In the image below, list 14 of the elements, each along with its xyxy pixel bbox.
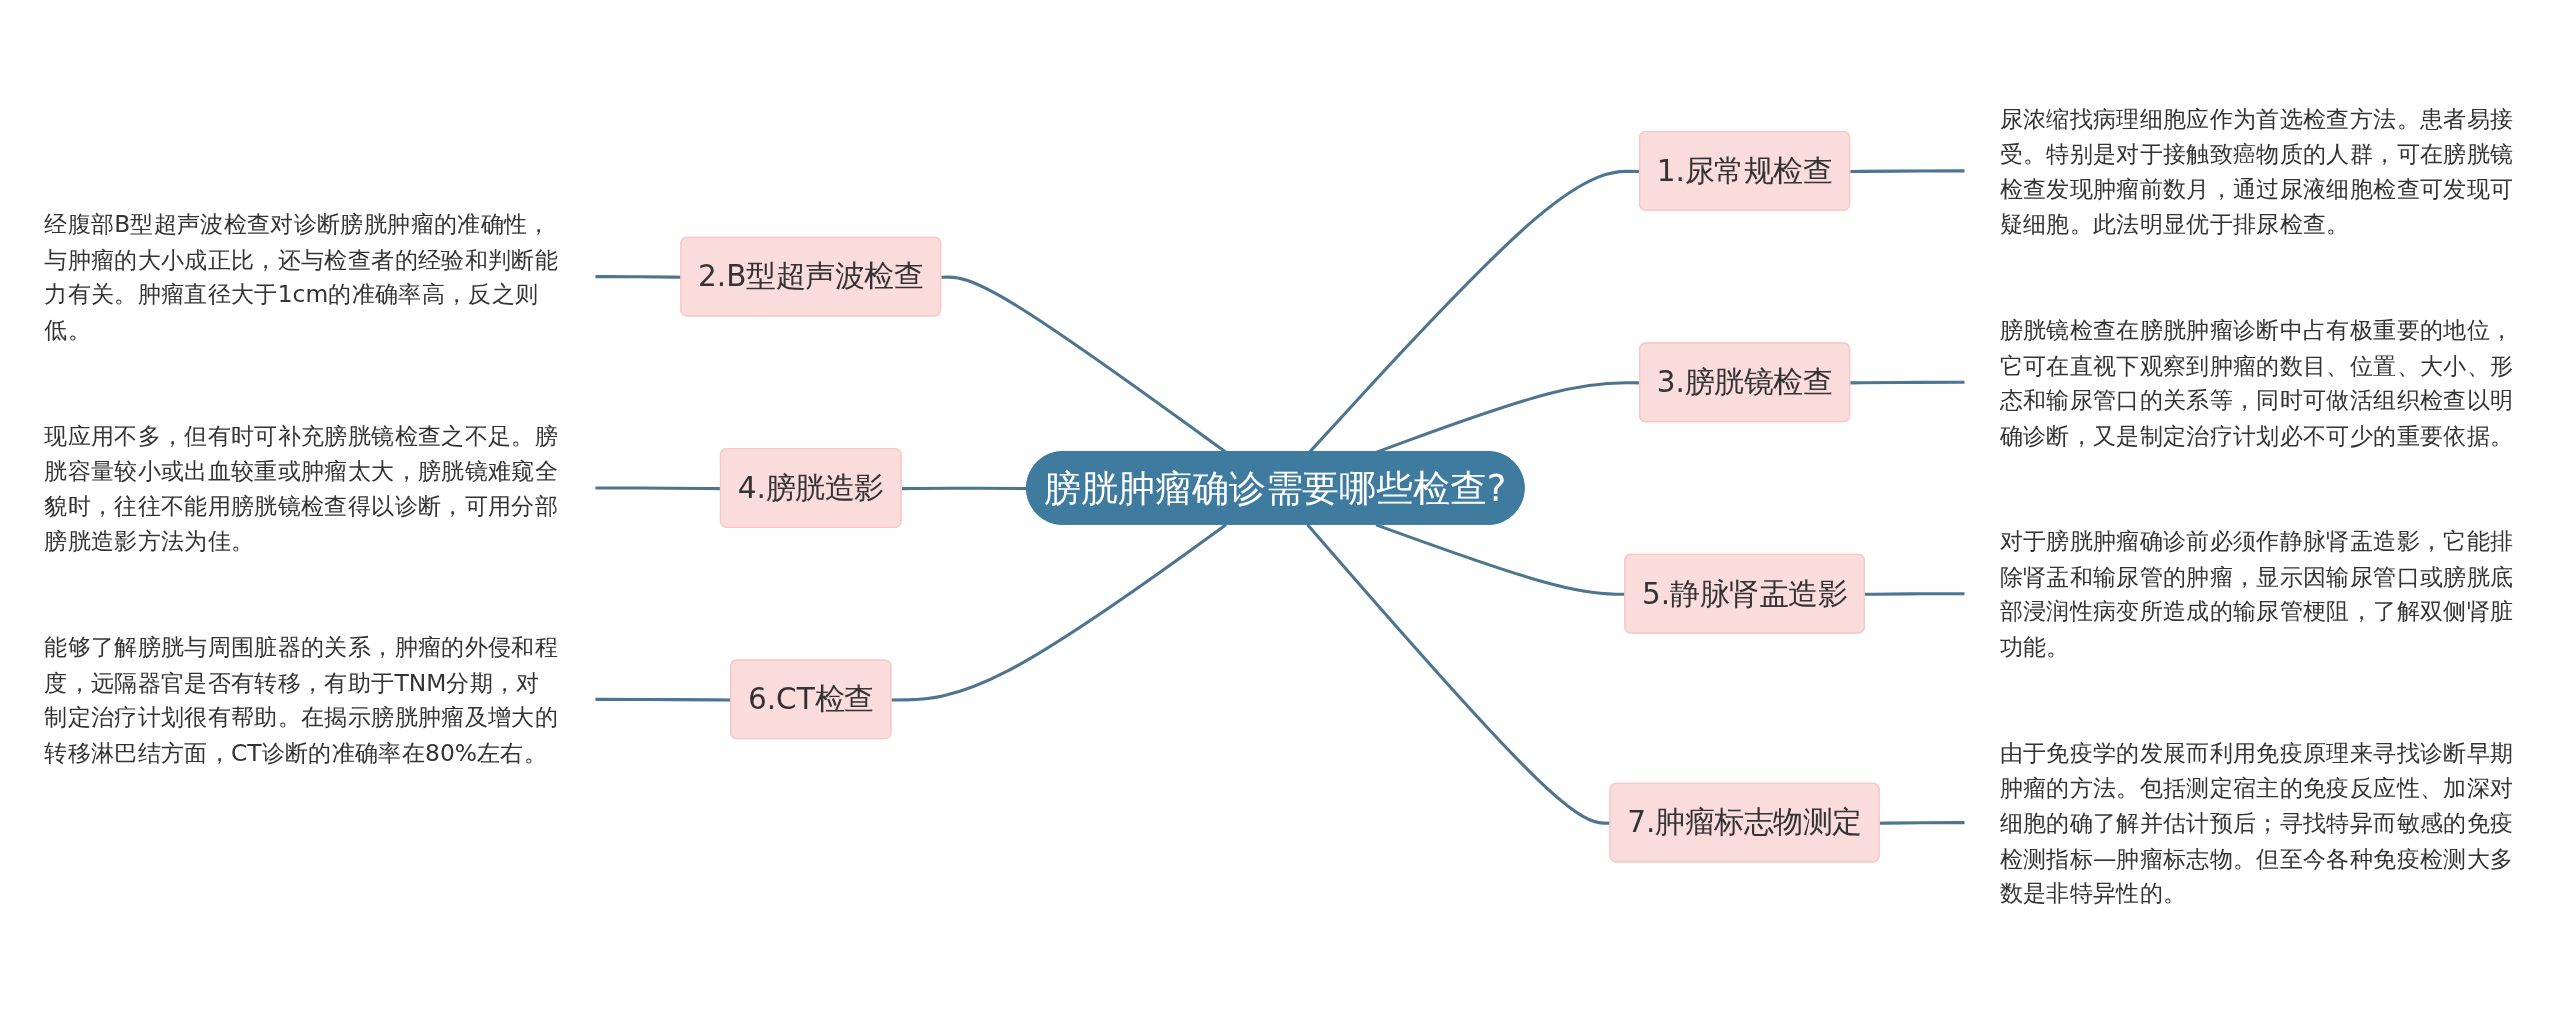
connector <box>1850 169 1966 174</box>
node-text: 能够了解膀胱与周围脏器的关系，肿瘤的外侵和程度，远隔器官是否有转移，有助于TNM分期，对制定治疗计划很有帮助。在揭示膀胱肿瘤及增大的转移淋巴结方面，CT诊断的准确率在80%左右。 <box>44 633 558 766</box>
connector <box>1864 592 1966 596</box>
connector <box>1879 821 1966 825</box>
node-text: 对于膀胱肿瘤确诊前必须作静脉肾盂造影，它能排除肾盂和输尿管的肿瘤，显示因输尿管口或膀胱底部浸润性病变所造成的输尿管梗阻，了解双侧肾脏功能。 <box>1999 527 2514 660</box>
node-text: 膀胱镜检查在膀胱肿瘤诊断中占有极重要的地位，它可在直视下观察到肿瘤的数目、位置、大小、形态和输尿管口的关系等，同时可做活组织检查以明确诊断，又是制定治疗计划必不可少的重要依据。 <box>1999 315 2514 449</box>
connector <box>901 486 1028 491</box>
connector <box>1306 523 1611 825</box>
connector <box>891 523 1227 702</box>
node-text: 经腹部B型超声波检查对诊断膀胱肿瘤的准确性，与肿瘤的大小成正比，还与检查者的经验和判断能力有关。肿瘤直径大于1cm的准确率高，反之则低。 <box>44 210 558 343</box>
node-text: 由于免疫学的发展而利用免疫原理来寻找诊断早期肿瘤的方法。包括测定宿主的免疫反应性、加深对细胞的确了解并估计预后；寻找特异而敏感的免疫检测指标—肿瘤标志物。但至今各种免疫检测大多数是非特异性的。 <box>1999 738 2514 906</box>
node-text: 现应用不多，但有时可补充膀胱镜检查之不足。膀胱容量较小或出血较重或肿瘤太大，膀胱镜难窥全貌时，往往不能用膀胱镜检查得以诊断，可用分部膀胱造影方法为佳。 <box>44 421 558 554</box>
node-text: 尿浓缩找病理细胞应作为首选检查方法。患者易接受。特别是对于接触致癌物质的人群，可在膀胱镜检查发现肿瘤前数月，通过尿液细胞检查可发现可疑细胞。此法明显优于排尿检查。 <box>1999 104 2514 237</box>
connector <box>1850 380 1966 385</box>
